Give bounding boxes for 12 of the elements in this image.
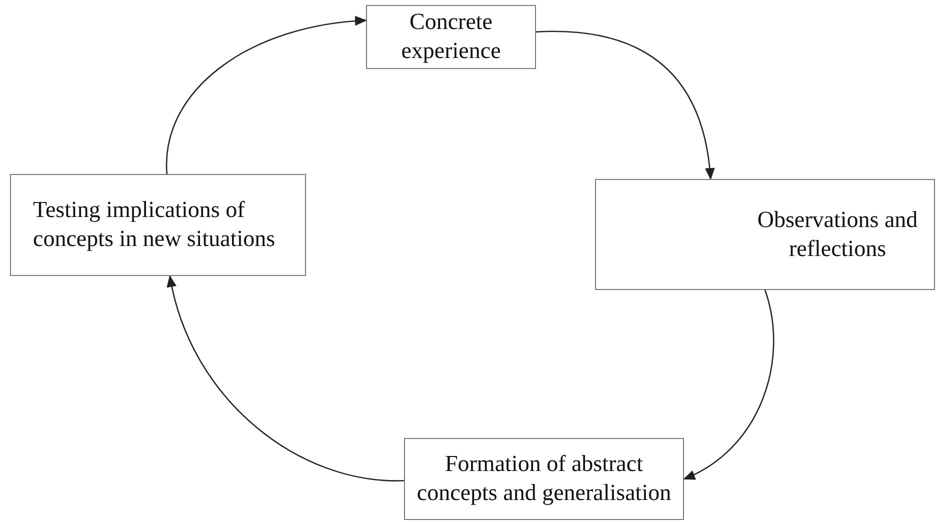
- process-box: [10, 174, 306, 276]
- box-label: Observations and reflections: [756, 206, 919, 262]
- box-label: Concrete experience: [400, 8, 502, 65]
- curved-arrow: [683, 290, 774, 480]
- curved-arrow: [167, 275, 404, 482]
- box-label: Formation of abstract concepts and generalisation: [416, 450, 672, 507]
- curved-arrow: [166, 16, 367, 174]
- process-box: [404, 438, 684, 520]
- process-box: [595, 179, 935, 290]
- curved-arrow: [536, 31, 714, 180]
- box-label: Testing implications of concepts in new situations: [33, 196, 276, 253]
- process-box: [366, 5, 536, 69]
